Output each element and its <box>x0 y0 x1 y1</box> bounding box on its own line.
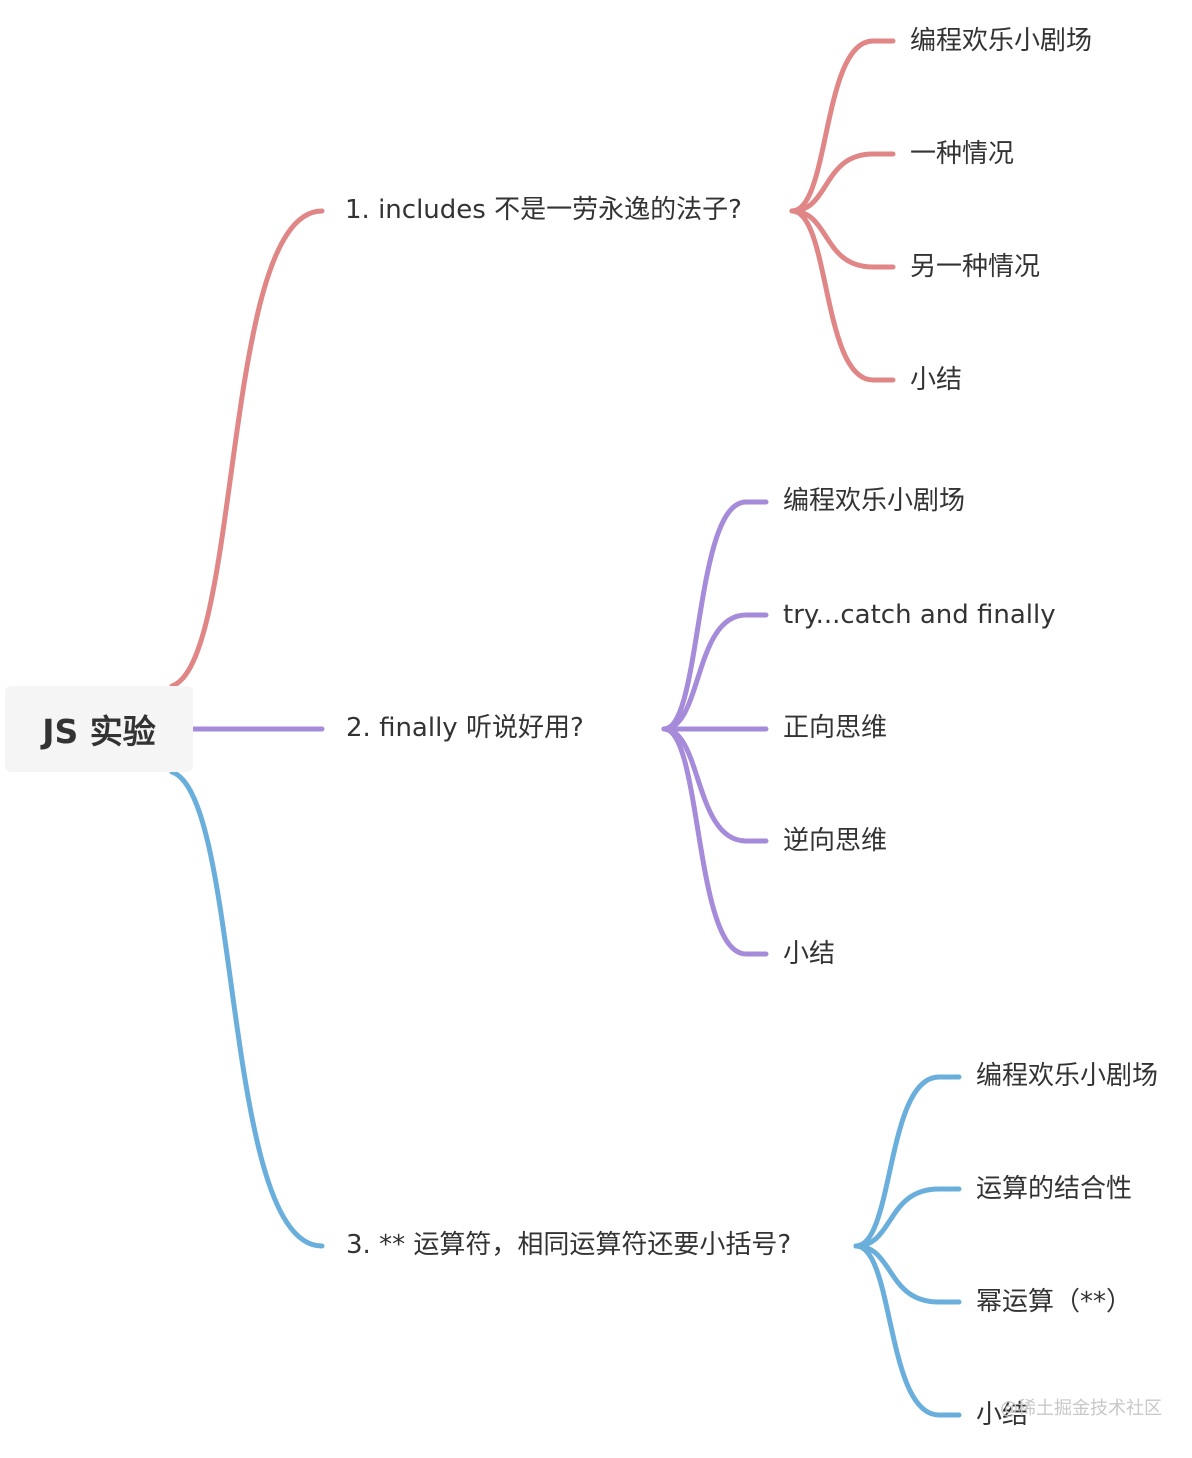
leaf-connector-2-5 <box>661 726 769 957</box>
leaf-label: 编程欢乐小剧场 <box>910 26 1093 56</box>
leaf-label: 幂运算（**） <box>976 1287 1133 1317</box>
leaf-connector-1-1 <box>789 38 896 214</box>
leaf-node-3-3[interactable]: 幂运算（**） <box>976 1289 1132 1315</box>
leaf-label: 另一种情况 <box>910 252 1041 282</box>
leaf-connector-2-1 <box>661 499 769 732</box>
leaf-label: 编程欢乐小剧场 <box>976 1061 1159 1091</box>
leaf-node-3-4[interactable]: 小结 <box>976 1402 1028 1428</box>
leaf-connector-3-3 <box>853 1243 962 1305</box>
branch-node-1[interactable]: 1. includes 不是一劳永逸的法子? <box>345 197 742 223</box>
leaf-connector-3-2 <box>853 1186 962 1249</box>
leaf-connector-2-4 <box>661 726 769 844</box>
branch-node-3[interactable]: 3. ** 运算符，相同运算符还要小括号? <box>346 1232 791 1258</box>
root-label: JS 实验 <box>42 712 156 751</box>
leaf-node-2-5[interactable]: 小结 <box>783 941 835 967</box>
root-node[interactable]: JS 实验 <box>5 686 193 772</box>
leaf-label: 一种情况 <box>910 139 1015 169</box>
leaf-connector-3-1 <box>853 1074 962 1249</box>
leaf-node-1-2[interactable]: 一种情况 <box>910 141 1014 167</box>
leaf-label: 小结 <box>976 1400 1029 1430</box>
root-connector-1 <box>169 208 325 689</box>
watermark: @稀土掘金技术社区 <box>1000 1398 1162 1419</box>
branch-label: 2. finally 听说好用? <box>346 713 584 743</box>
leaf-node-2-1[interactable]: 编程欢乐小剧场 <box>783 488 965 514</box>
root-connector-3 <box>169 769 325 1249</box>
leaf-connector-1-3 <box>789 208 896 270</box>
leaf-connector-2-2 <box>661 612 769 732</box>
leaf-label: 正向思维 <box>783 713 888 743</box>
branch-node-2[interactable]: 2. finally 听说好用? <box>346 715 584 741</box>
leaf-label: 小结 <box>783 939 836 969</box>
leaf-node-2-4[interactable]: 逆向思维 <box>783 828 887 854</box>
leaf-node-2-3[interactable]: 正向思维 <box>783 715 887 741</box>
leaf-node-3-2[interactable]: 运算的结合性 <box>976 1176 1132 1202</box>
leaf-connector-1-2 <box>789 151 896 214</box>
leaf-connector-3-4 <box>853 1243 962 1418</box>
leaf-label: 小结 <box>910 365 963 395</box>
leaf-label: 逆向思维 <box>783 826 888 856</box>
leaf-node-1-1[interactable]: 编程欢乐小剧场 <box>910 28 1092 54</box>
leaf-node-3-1[interactable]: 编程欢乐小剧场 <box>976 1063 1158 1089</box>
leaf-node-2-2[interactable]: try...catch and finally <box>783 602 1056 628</box>
branch-label: 3. ** 运算符，相同运算符还要小括号? <box>346 1230 792 1260</box>
leaf-label: 运算的结合性 <box>976 1174 1133 1204</box>
branch-label: 1. includes 不是一劳永逸的法子? <box>345 195 742 225</box>
connector-lines <box>169 38 962 1418</box>
leaf-label: 编程欢乐小剧场 <box>783 486 966 516</box>
leaf-label: try...catch and finally <box>783 600 1056 630</box>
leaf-connector-1-4 <box>789 208 896 383</box>
leaf-node-1-3[interactable]: 另一种情况 <box>910 254 1040 280</box>
leaf-node-1-4[interactable]: 小结 <box>910 367 962 393</box>
